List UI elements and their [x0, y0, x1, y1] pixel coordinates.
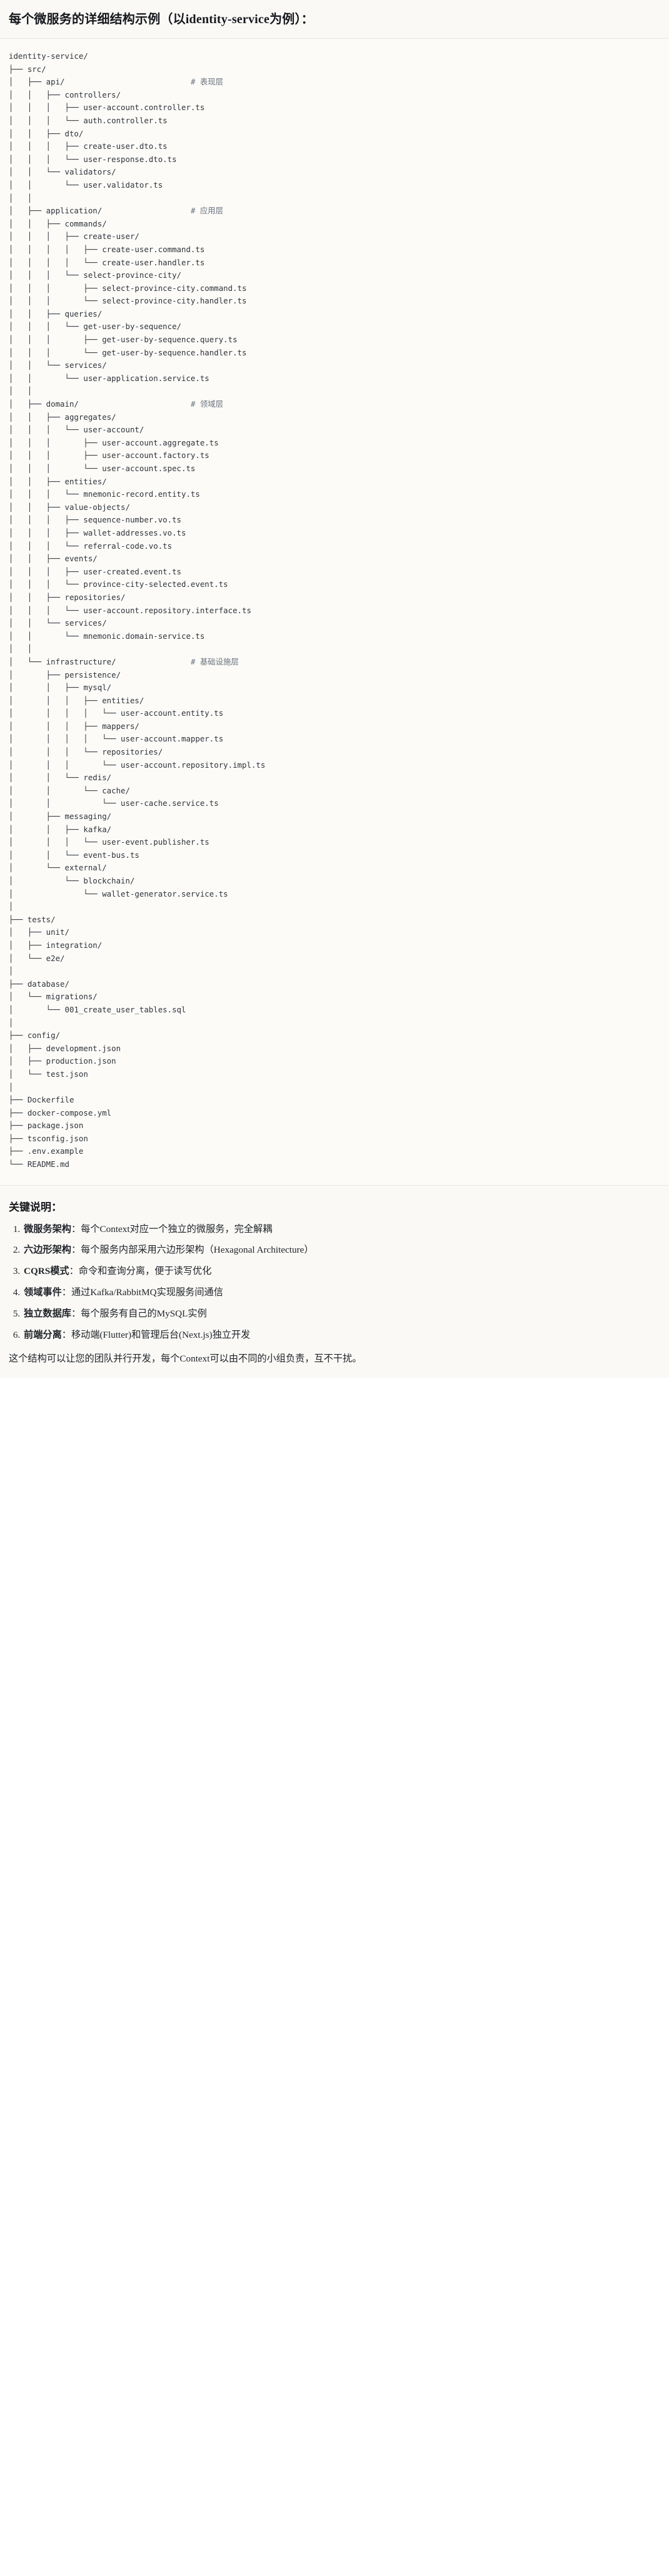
note-term: CQRS模式 [24, 1266, 69, 1277]
page-title: 每个微服务的详细结构示例（以identity-service为例）： [9, 13, 314, 26]
list-item: 前端分离：移动端(Flutter)和管理后台(Next.js)独立开发 [23, 1328, 660, 1343]
note-term: 领域事件 [24, 1287, 62, 1298]
directory-tree: identity-service/ ├── src/ │ ├── api/ # … [9, 51, 266, 1169]
closing-paragraph: 这个结构可以让您的团队并行开发，每个Context可以由不同的小组负责，互不干扰… [9, 1353, 362, 1365]
list-item: 微服务架构：每个Context对应一个独立的微服务，完全解耦 [23, 1223, 660, 1237]
tree-layer-comment: # 领域层 [190, 399, 224, 409]
list-item: 独立数据库：每个服务有自己的MySQL实例 [23, 1307, 660, 1321]
key-notes-list: 微服务架构：每个Context对应一个独立的微服务，完全解耦 六边形架构：每个服… [9, 1223, 660, 1343]
key-notes-section: 关键说明： 微服务架构：每个Context对应一个独立的微服务，完全解耦 六边形… [0, 1185, 669, 1378]
key-notes-heading: 关键说明： [9, 1201, 62, 1213]
title-section: 每个微服务的详细结构示例（以identity-service为例）： [0, 0, 669, 39]
tree-layer-comment: # 基础设施层 [190, 656, 239, 666]
note-desc: ：每个服务有自己的MySQL实例 [71, 1308, 207, 1319]
list-item: 领域事件：通过Kafka/RabbitMQ实现服务间通信 [23, 1286, 660, 1300]
tree-layer-comment: # 应用层 [190, 206, 224, 216]
directory-tree-block: identity-service/ ├── src/ │ ├── api/ # … [0, 39, 669, 1186]
note-desc: ：每个服务内部采用六边形架构（Hexagonal Architecture） [71, 1245, 314, 1256]
list-item: CQRS模式：命令和查询分离，便于读写优化 [23, 1265, 660, 1279]
tree-layer-comment: # 表现层 [190, 77, 224, 87]
note-desc: ：每个Context对应一个独立的微服务，完全解耦 [71, 1223, 273, 1235]
note-desc: ：移动端(Flutter)和管理后台(Next.js)独立开发 [61, 1329, 251, 1340]
note-desc: ：命令和查询分离，便于读写优化 [69, 1266, 212, 1277]
note-desc: ：通过Kafka/RabbitMQ实现服务间通信 [61, 1287, 223, 1298]
note-term: 六边形架构 [24, 1245, 71, 1256]
note-term: 微服务架构 [24, 1223, 71, 1235]
page-root: 每个微服务的详细结构示例（以identity-service为例）： ident… [0, 0, 669, 1378]
note-term: 前端分离 [24, 1329, 62, 1340]
list-item: 六边形架构：每个服务内部采用六边形架构（Hexagonal Architectu… [23, 1243, 660, 1258]
note-term: 独立数据库 [24, 1308, 71, 1319]
